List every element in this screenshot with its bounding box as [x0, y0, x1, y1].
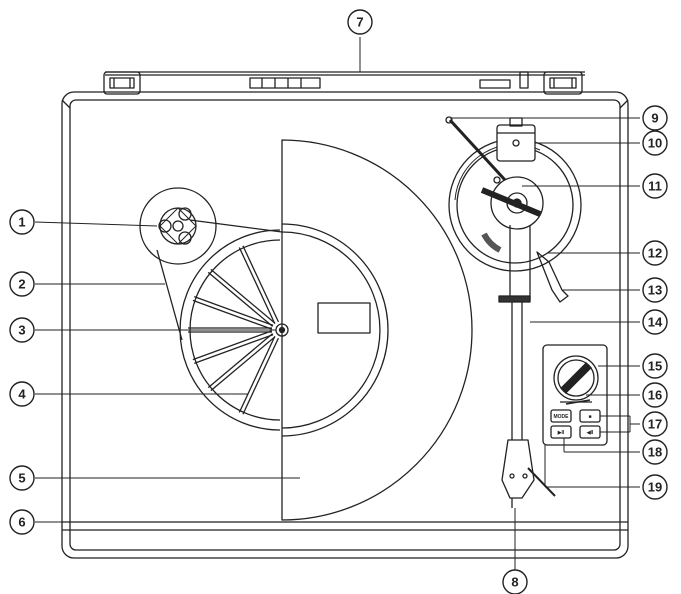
- leader-lines: [34, 37, 640, 578]
- callout-16: 16: [642, 382, 668, 408]
- callout-number: 8: [511, 575, 518, 590]
- tonearm-rest: [536, 251, 569, 303]
- callout-17: 17: [642, 411, 668, 437]
- callout-number: 7: [356, 15, 363, 30]
- pitch-indicator: [560, 399, 592, 405]
- tonearm-tube: [498, 225, 531, 440]
- counterweight: [496, 117, 536, 162]
- callout-circle: [642, 439, 668, 465]
- callout-12: 12: [642, 240, 668, 266]
- callout-circle: [502, 569, 528, 594]
- callout-1: 1: [9, 209, 35, 235]
- platter-spoke: [207, 271, 274, 327]
- callout-circle: [642, 474, 668, 500]
- callout-8: 8: [502, 569, 528, 594]
- play-pause-button[interactable]: [550, 425, 572, 439]
- callout-number: 1: [18, 215, 25, 230]
- platter-spoke: [238, 336, 276, 413]
- platter-spoke: [194, 334, 274, 364]
- platter-spoke: [207, 333, 274, 389]
- callout-number: 14: [648, 315, 663, 330]
- callout-number: 12: [648, 246, 662, 261]
- record-mat: [281, 223, 389, 437]
- callout-number: 19: [648, 480, 662, 495]
- callout-5: 5: [9, 465, 35, 491]
- callout-15: 15: [642, 353, 668, 379]
- callout-circle: [9, 271, 35, 297]
- callout-10: 10: [642, 130, 668, 156]
- platter-spoke: [192, 330, 273, 361]
- callout-circle: [642, 309, 668, 335]
- callout-circle: [642, 130, 668, 156]
- platter-spokes: [179, 229, 281, 431]
- platter-spoke: [238, 247, 276, 324]
- skip-button-label: ◀II: [586, 430, 594, 436]
- callout-circle: [642, 277, 668, 303]
- hinge-left: [103, 71, 141, 95]
- callout-number: 17: [648, 417, 662, 432]
- callout-7: 7: [347, 9, 373, 35]
- callout-circle: [642, 411, 668, 437]
- callout-9: 9: [642, 105, 668, 131]
- callout-circle: [9, 317, 35, 343]
- tonearm-pivot: [480, 176, 544, 253]
- callout-3: 3: [9, 317, 35, 343]
- callout-circle: [642, 382, 668, 408]
- callout-number: 13: [648, 283, 662, 298]
- stop-button-label: ■: [588, 414, 591, 420]
- platter-spoke: [242, 337, 280, 415]
- callout-number: 6: [18, 515, 25, 530]
- platter-spoke: [210, 336, 276, 392]
- speed-knob[interactable]: [553, 355, 599, 401]
- callout-11: 11: [642, 173, 668, 199]
- mode-button[interactable]: [550, 409, 572, 423]
- callout-18: 18: [642, 439, 668, 465]
- callout-circle: [642, 240, 668, 266]
- callout-number: 15: [648, 359, 662, 374]
- callout-number: 11: [648, 179, 662, 194]
- callout-number: 2: [18, 277, 25, 292]
- callout-number: 9: [651, 111, 658, 126]
- callout-circle: [347, 9, 373, 35]
- headshell: [501, 439, 556, 508]
- callout-circle: [9, 381, 35, 407]
- callout-circle: [642, 353, 668, 379]
- 45-adapter-detail: [139, 187, 217, 265]
- callout-4: 4: [9, 381, 35, 407]
- play-pause-button-label: ▶II: [557, 430, 565, 436]
- rear-panel: [105, 71, 585, 89]
- zoom-lines: [156, 219, 283, 341]
- callout-circle: [642, 173, 668, 199]
- cueing-lever: [445, 116, 507, 184]
- callout-circle: [9, 209, 35, 235]
- callout-number: 18: [648, 445, 662, 460]
- callout-number: 3: [18, 323, 25, 338]
- platter-spoke: [194, 296, 274, 326]
- callout-circle: [642, 105, 668, 131]
- platter: [281, 139, 473, 521]
- callout-circle: [9, 465, 35, 491]
- callout-circle: [9, 509, 35, 535]
- platter-spoke: [242, 245, 280, 323]
- callout-2: 2: [9, 271, 35, 297]
- callout-number: 4: [18, 387, 26, 402]
- callout-number: 10: [648, 136, 662, 151]
- callout-13: 13: [642, 277, 668, 303]
- callout-number: 5: [18, 471, 25, 486]
- callout-19: 19: [642, 474, 668, 500]
- platter-spoke: [210, 268, 276, 324]
- callout-number: 16: [648, 388, 662, 403]
- mode-button-label: MODE: [554, 414, 570, 420]
- hinge-right: [543, 71, 583, 95]
- callout-14: 14: [642, 309, 668, 335]
- callout-6: 6: [9, 509, 35, 535]
- platter-spoke: [192, 299, 273, 330]
